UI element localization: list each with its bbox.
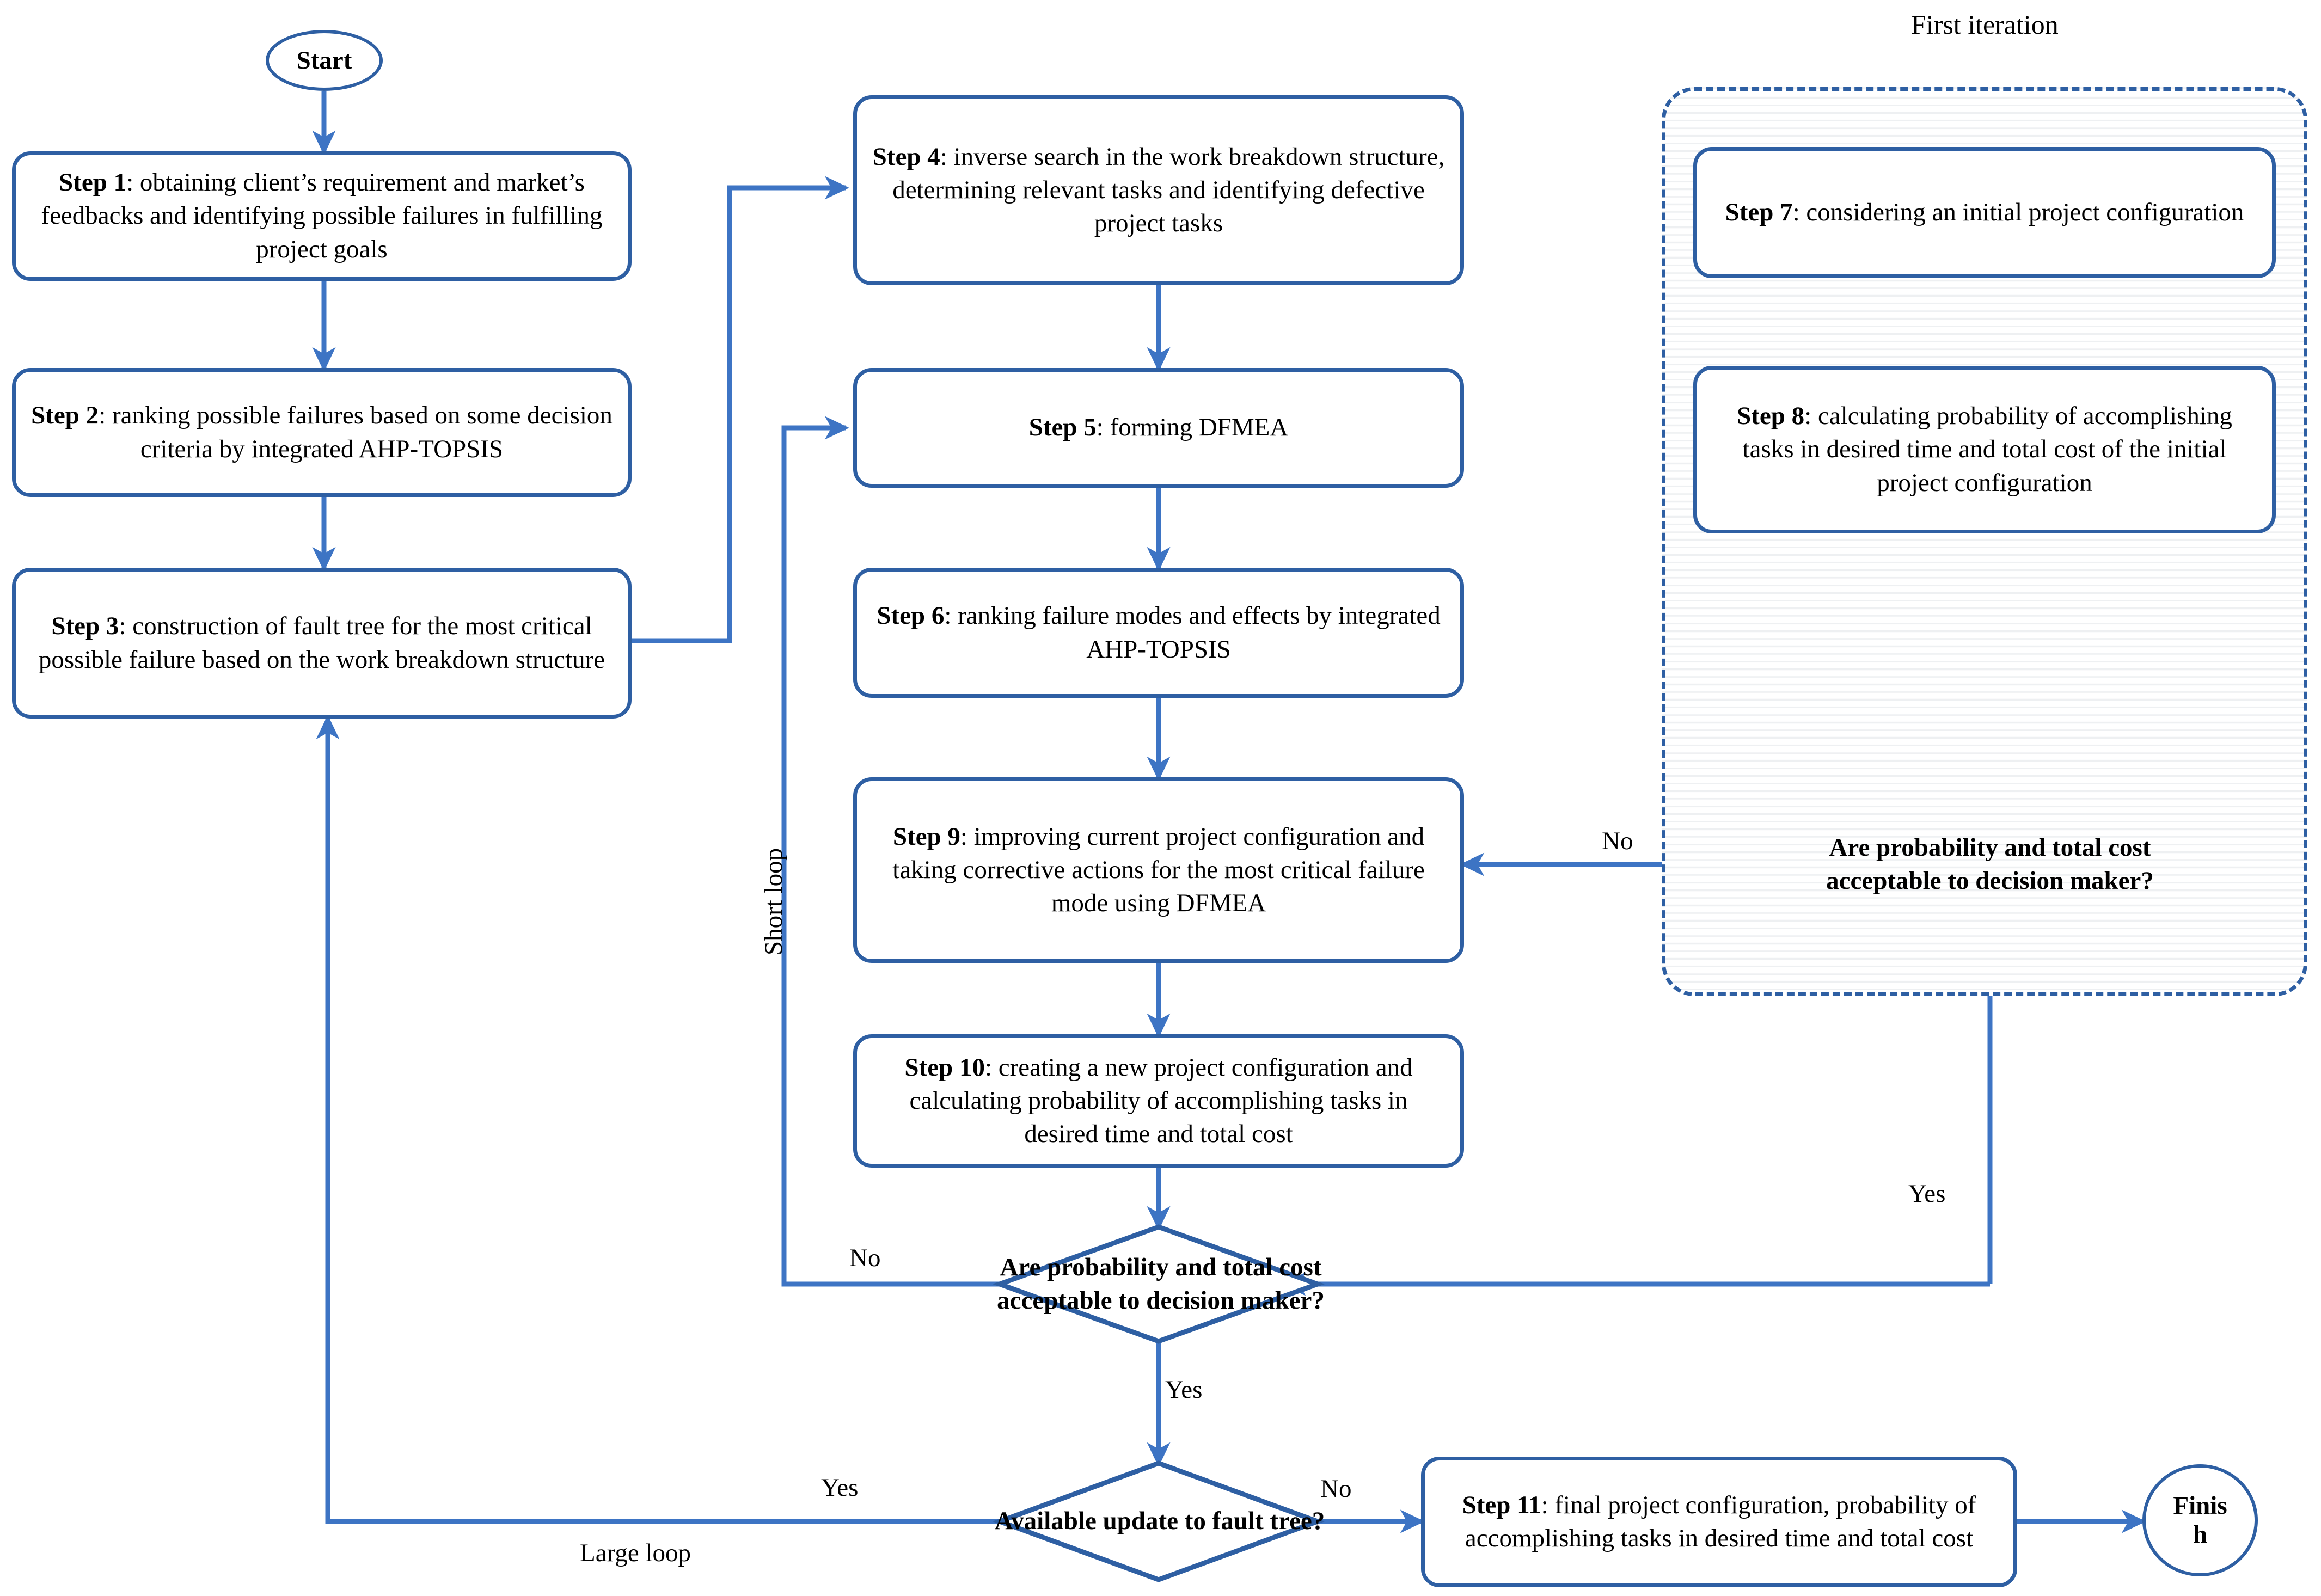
step11-text: Step 11: final project configuration, pr… (1439, 1489, 1999, 1555)
step8-text: Step 8: calculating probability of accom… (1711, 400, 2258, 499)
step6-text: Step 6: ranking failure modes and effect… (871, 599, 1446, 666)
first-iteration-title: First iteration (1911, 9, 2059, 40)
step9-body: : improving current project configuratio… (892, 822, 1425, 918)
label-main-check-no: No (849, 1244, 881, 1272)
step9-box: Step 9: improving current project config… (853, 777, 1464, 963)
edge-step3-to-step4 (632, 176, 849, 643)
step11-body: : final project configuration, probabili… (1465, 1490, 1976, 1552)
start-terminator: Start (266, 30, 383, 91)
step8-bold: Step 8 (1737, 402, 1805, 431)
step7-box: Step 7: considering an initial project c… (1693, 147, 2276, 278)
step5-bold: Step 5 (1028, 413, 1097, 442)
label-main-check-yes: Yes (1165, 1376, 1203, 1404)
step1-text: Step 1: obtaining client’s requirement a… (30, 166, 614, 266)
step4-body: : inverse search in the work breakdown s… (892, 142, 1445, 238)
label-first-iteration-no: No (1602, 827, 1633, 855)
step3-text: Step 3: construction of fault tree for t… (30, 610, 614, 676)
step8-body: : calculating probability of accomplishi… (1742, 402, 2232, 497)
step4-box: Step 4: inverse search in the work break… (853, 95, 1464, 285)
step3-bold: Step 3 (51, 612, 119, 641)
step2-body: : ranking possible failures based on som… (99, 401, 613, 463)
step10-body: : creating a new project configuration a… (909, 1053, 1413, 1149)
label-faulttree-no: No (1320, 1475, 1352, 1503)
label-short-loop: Short loop (760, 848, 788, 955)
step7-bold: Step 7 (1725, 198, 1793, 226)
label-first-iteration-yes: Yes (1908, 1180, 1946, 1208)
step9-bold: Step 9 (892, 822, 960, 851)
step7-text: Step 7: considering an initial project c… (1725, 196, 2244, 229)
step7-body: : considering an initial project configu… (1792, 198, 2244, 226)
step6-body: : ranking failure modes and effects by i… (944, 601, 1441, 664)
step5-body: : forming DFMEA (1096, 413, 1289, 442)
step10-bold: Step 10 (904, 1053, 985, 1082)
finish-terminator: Finis h (2142, 1464, 2258, 1576)
step1-box: Step 1: obtaining client’s requirement a… (12, 151, 632, 281)
label-large-loop: Large loop (580, 1539, 691, 1567)
step8-box: Step 8: calculating probability of accom… (1693, 366, 2276, 533)
start-label: Start (296, 46, 352, 75)
step10-text: Step 10: creating a new project configur… (871, 1051, 1446, 1151)
step3-box: Step 3: construction of fault tree for t… (12, 568, 632, 719)
step11-bold: Step 11 (1462, 1490, 1541, 1519)
step6-bold: Step 6 (877, 601, 945, 630)
step4-text: Step 4: inverse search in the work break… (871, 140, 1446, 240)
edge-faulttree-yes-large-loop (316, 715, 1000, 1524)
step10-box: Step 10: creating a new project configur… (853, 1034, 1464, 1168)
decision-main-shape (992, 1224, 1325, 1344)
finish-label-line1: Finis (2173, 1491, 2227, 1520)
step2-box: Step 2: ranking possible failures based … (12, 368, 632, 497)
step5-box: Step 5: forming DFMEA (853, 368, 1464, 488)
step9-text: Step 9: improving current project config… (871, 820, 1446, 920)
step3-body: : construction of fault tree for the mos… (38, 612, 605, 674)
step1-bold: Step 1 (59, 168, 127, 197)
step2-bold: Step 2 (31, 401, 99, 430)
finish-label-line2: h (2193, 1520, 2208, 1549)
step2-text: Step 2: ranking possible failures based … (30, 399, 614, 465)
step6-box: Step 6: ranking failure modes and effect… (853, 568, 1464, 698)
edge-decision-no-short-loop (781, 416, 1037, 1287)
step4-bold: Step 4 (872, 142, 940, 171)
step1-body: : obtaining client’s requirement and mar… (41, 168, 603, 263)
step5-text: Step 5: forming DFMEA (1029, 411, 1289, 444)
step11-box: Step 11: final project configuration, pr… (1421, 1457, 2017, 1587)
label-faulttree-yes: Yes (821, 1474, 859, 1502)
decision-faulttree-shape (992, 1460, 1325, 1582)
